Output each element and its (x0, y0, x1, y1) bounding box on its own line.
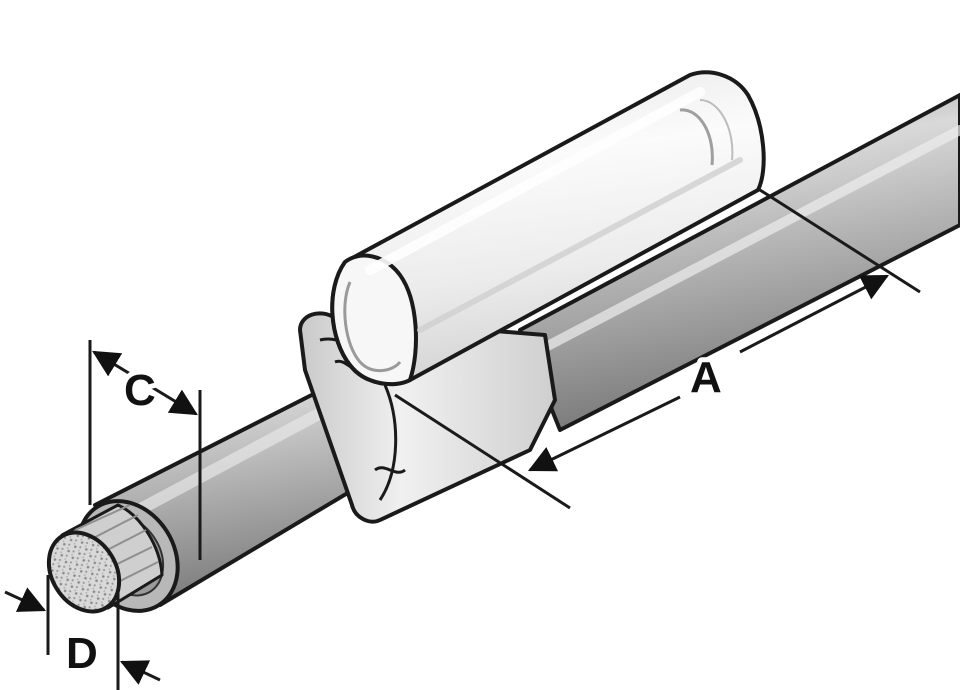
dimension-label-c: C (124, 366, 156, 415)
conductor-strands-face (46, 530, 122, 614)
dimension-c: C (88, 340, 202, 560)
dimension-label-d: D (66, 629, 98, 678)
dimension-d: D (4, 575, 161, 690)
dimension-label-a: A (690, 353, 722, 402)
dimension-a: A (394, 188, 921, 510)
conductor-core (46, 503, 164, 614)
marker-sleeve (330, 70, 766, 387)
